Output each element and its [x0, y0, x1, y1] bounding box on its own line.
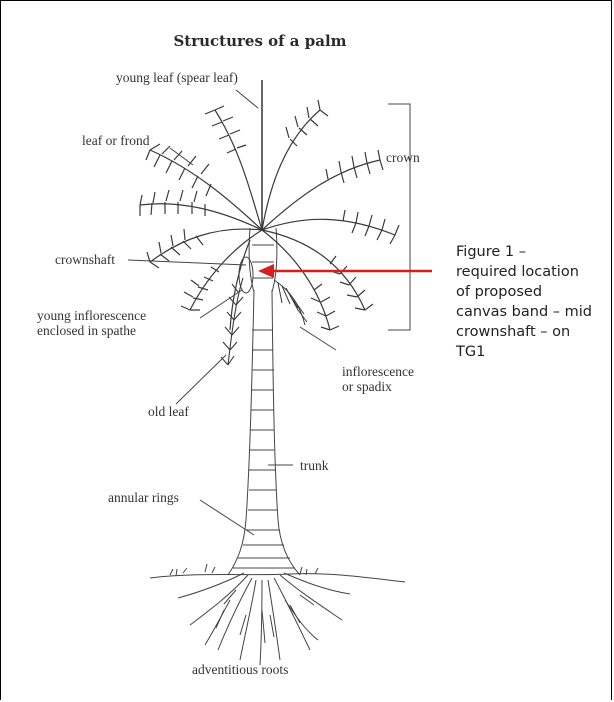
label-young-inflorescence: young inflorescence enclosed in spathe [37, 308, 146, 338]
label-young-leaf: young leaf (spear leaf) [116, 70, 238, 85]
label-annular-rings: annular rings [108, 490, 179, 505]
leader-lines [128, 90, 336, 643]
fronds [140, 100, 399, 330]
label-inflorescence: inflorescence or spadix [342, 364, 414, 394]
red-arrow [258, 264, 432, 278]
spadix-shape [274, 280, 307, 325]
diagram-title: Structures of a palm [0, 32, 520, 50]
crownshaft-shape [249, 228, 277, 292]
label-old-leaf: old leaf [148, 404, 189, 419]
crown-bracket [388, 104, 410, 330]
label-crown: crown [386, 150, 420, 165]
roots [178, 573, 350, 665]
label-trunk: trunk [300, 458, 329, 473]
label-adventitious-roots: adventitious roots [192, 662, 288, 677]
ground [150, 564, 405, 582]
label-crownshaft: crownshaft [55, 252, 115, 267]
trunk-shape [228, 290, 300, 575]
label-leaf-or-frond: leaf or frond [82, 133, 149, 148]
figure-caption: Figure 1 – required location of proposed… [456, 242, 606, 362]
